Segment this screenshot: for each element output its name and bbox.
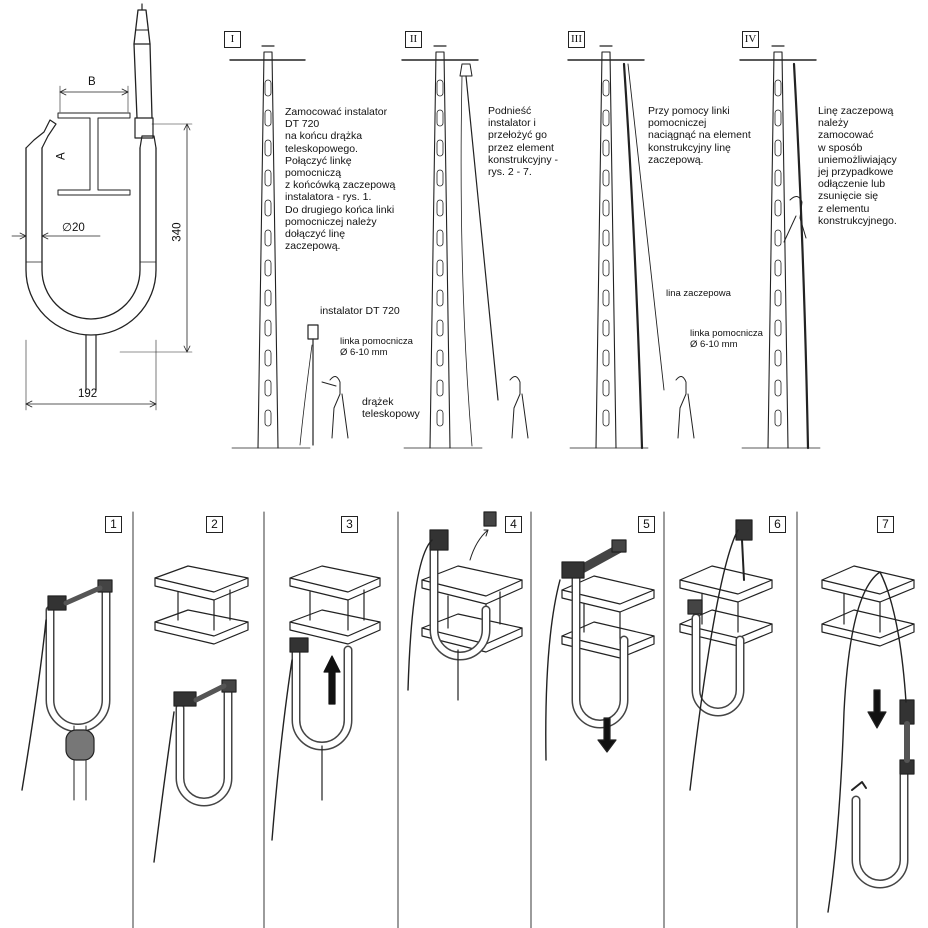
dim-width-label: 192 [78, 388, 98, 400]
pole-panel-1 [229, 45, 349, 449]
step-numeral-4: IV [742, 31, 759, 48]
step-text-4: Linę zaczepową należy zamocować w sposób… [818, 105, 897, 227]
step-text-2: Podnieść instalator i przełożyć go przez… [488, 105, 559, 179]
step-6-drawing [679, 519, 773, 791]
step-2-drawing [153, 565, 249, 863]
label-aux-line-2: linka pomocnicza Ø 6-10 mm [690, 328, 763, 350]
step-number-2: 2 [206, 516, 223, 533]
step-text-3: Przy pomocy linki pomocniczej naciągnąć … [648, 105, 751, 166]
step-number-5: 5 [638, 516, 655, 533]
label-rope: lina zaczepowa [666, 288, 731, 299]
dim-height-label: 340 [171, 222, 184, 242]
step-1-drawing [21, 579, 113, 801]
pole-panel-2 [401, 45, 529, 449]
step-numeral-1: I [224, 31, 241, 48]
step-4-drawing [407, 511, 523, 701]
step-numeral-3: III [568, 31, 585, 48]
step-3-drawing [271, 565, 381, 841]
step-number-6: 6 [769, 516, 786, 533]
dim-b-label: B [88, 76, 96, 88]
step-numeral-2: II [405, 31, 422, 48]
step-number-4: 4 [505, 516, 522, 533]
step-number-1: 1 [105, 516, 122, 533]
label-installer: instalator DT 720 [320, 305, 400, 317]
panel-dividers [132, 511, 798, 928]
pole-panel-4 [739, 45, 821, 450]
step-5-drawing [545, 539, 655, 761]
step-text-1: Zamocować instalator DT 720 na końcu drą… [285, 106, 396, 253]
step-number-7: 7 [877, 516, 894, 533]
label-telescopic-pole: drążek teleskopowy [362, 396, 420, 421]
pole-panel-3 [567, 45, 695, 450]
step-number-3: 3 [341, 516, 358, 533]
label-aux-line: linka pomocnicza Ø 6-10 mm [340, 336, 413, 358]
hook-technical-drawing [11, 3, 193, 411]
step-7-drawing [821, 565, 915, 913]
dim-diameter-label: ∅20 [62, 222, 85, 234]
dim-a-label: A [55, 152, 68, 160]
